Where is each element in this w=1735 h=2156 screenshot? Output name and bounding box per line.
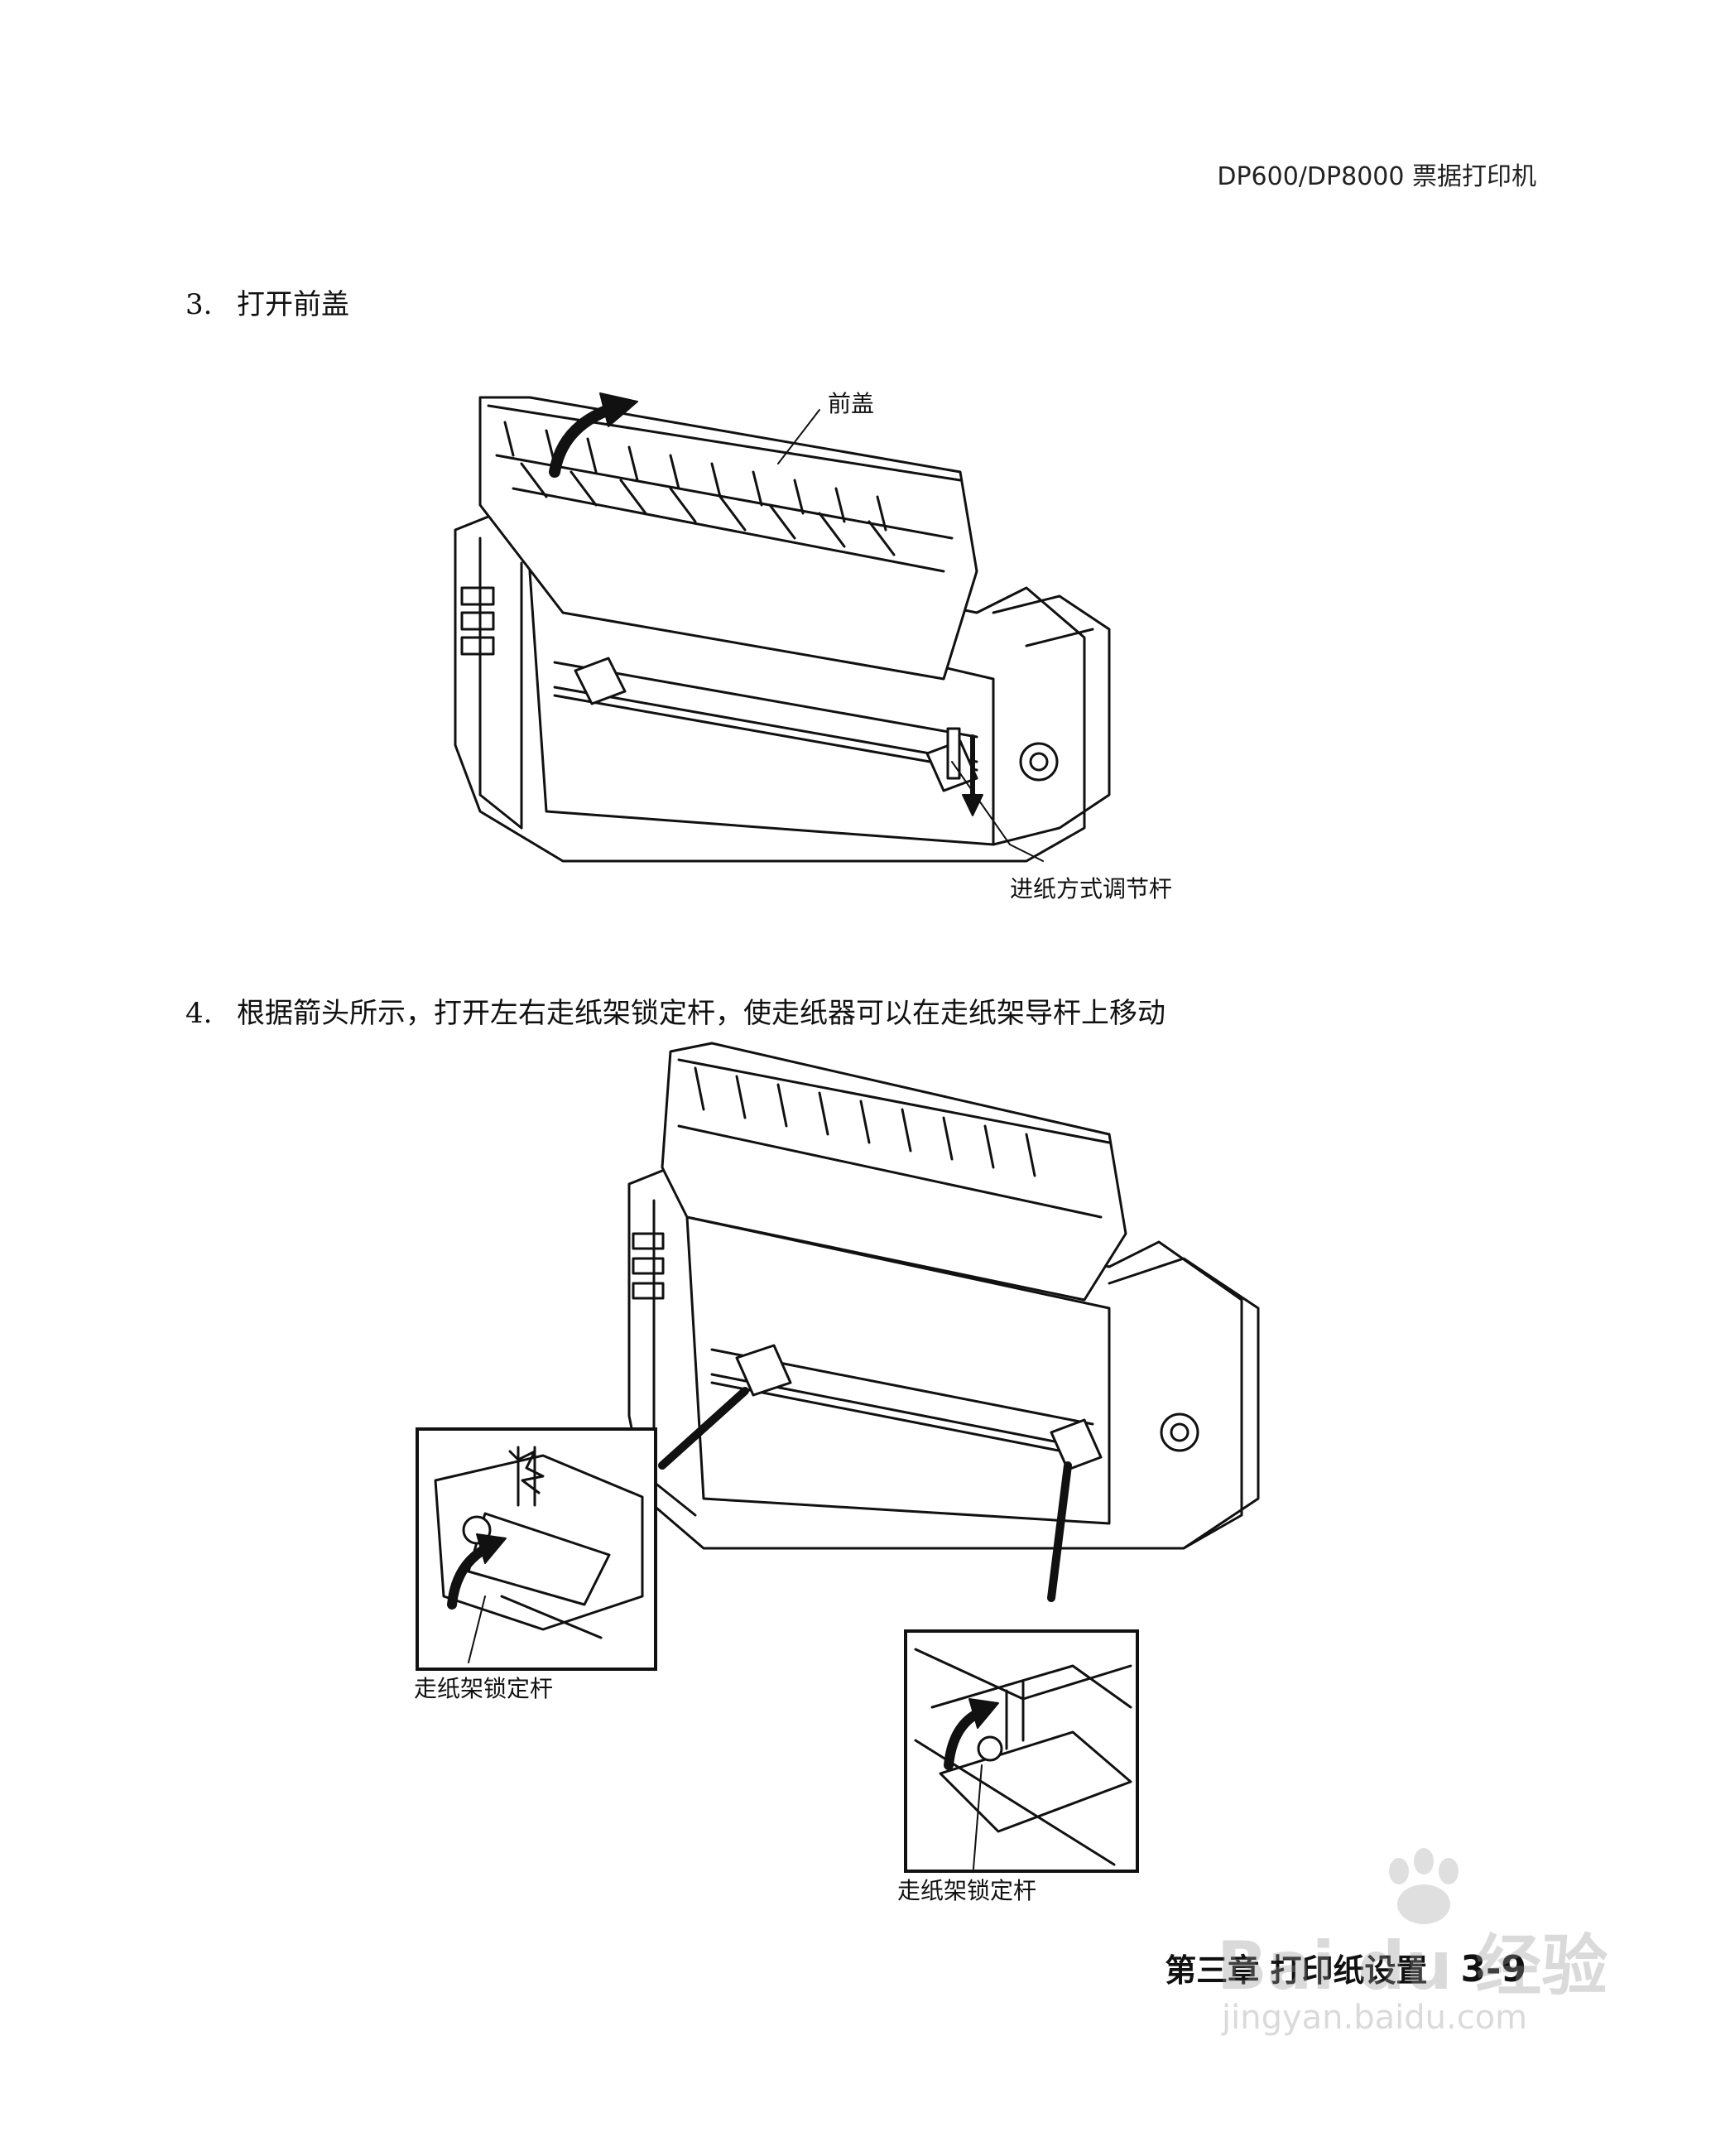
step-3-text: 打开前盖 [237,288,349,321]
label-front-cover: 前盖 [828,390,875,417]
step-4-number: 4. [185,997,213,1030]
step-4: 4. 根据箭头所示，打开左右走纸架锁定杆，使走纸器可以在走纸架导杆上移动 [185,990,1165,1031]
left-lock-lever-detail [434,1446,644,1663]
baidu-watermark: Bai du 经验 jingyan.baidu.com [1217,1846,1614,2045]
figure-tractor-lock-levers: 走纸架锁定杆 走纸架锁定杆 [414,1035,1324,1929]
figure-open-front-cover: 前盖 进纸方式调节杆 [430,364,1175,911]
watermark-url: jingyan.baidu.com [1222,1999,1528,2037]
label-feed-mode-lever: 进纸方式调节杆 [1010,875,1173,902]
printer-tractor-illustration [627,1042,1260,1602]
printer-front-cover-illustration [454,392,1111,863]
document-header: DP600/DP8000 票据打印机 [1217,162,1536,191]
right-lock-lever-detail [914,1648,1132,1870]
page-footer: 第三章 打印纸设置 3-9 [1165,1945,1526,1990]
paw-logo-icon [1389,1848,1459,1924]
label-left-tractor-lock-lever: 走纸架锁定杆 [414,1675,554,1702]
step-3-number: 3. [185,288,213,321]
step-3: 3. 打开前盖 [185,282,349,322]
inset-left-lock-lever [416,1427,657,1671]
step-4-text: 根据箭头所示，打开左右走纸架锁定杆，使走纸器可以在走纸架导杆上移动 [237,997,1165,1030]
watermark-brand: Bai du 经验 [1217,1927,1608,2004]
inset-right-lock-lever [904,1629,1139,1873]
label-right-tractor-lock-lever: 走纸架锁定杆 [897,1877,1037,1904]
footer-chapter-title: 第三章 打印纸设置 [1165,1952,1428,1989]
page-number: 3-9 [1460,1948,1527,1990]
